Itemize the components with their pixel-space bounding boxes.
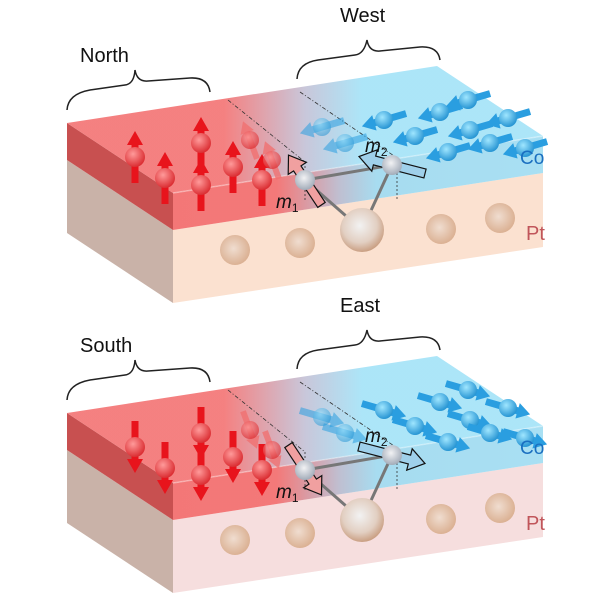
domain-wall-boundary-line: [299, 381, 401, 451]
right-region-brace: [296, 329, 441, 370]
co-atom-blue: [406, 417, 424, 435]
co-atom-transition: [263, 151, 281, 169]
co-atom-blue: [431, 393, 449, 411]
co-atom-blue: [461, 411, 479, 429]
pt-layer-label: Pt: [526, 223, 545, 245]
co-atom-blue: [516, 139, 534, 157]
co-atom-blue: [481, 134, 499, 152]
co-atom-red: [155, 168, 175, 188]
co-atom-blue: [461, 121, 479, 139]
co-atom-blue: [516, 429, 534, 447]
domain-wall-boundary-line: [227, 389, 306, 453]
bond-line: [304, 453, 393, 472]
co-atom-transition: [263, 441, 281, 459]
pt-atom: [285, 228, 315, 258]
pt-atom: [485, 493, 515, 523]
left-region-label: North: [80, 45, 129, 67]
pt-side-face: [67, 450, 173, 593]
co-atom-blue: [313, 408, 331, 426]
domain-wall-boundary-line: [227, 99, 306, 163]
co-atom-blue: [313, 118, 331, 136]
pt-atom: [285, 518, 315, 548]
pt-atom: [426, 504, 456, 534]
left-region-brace: [66, 69, 211, 111]
co-atom-red: [191, 175, 211, 195]
left-region-label: South: [80, 335, 132, 357]
pt-atom: [220, 525, 250, 555]
co-layer-label: Co: [520, 148, 544, 169]
right-region-label: West: [340, 5, 386, 27]
pt-atom-large: [340, 498, 384, 542]
co-atom-blue: [481, 424, 499, 442]
co-atom-red: [223, 157, 243, 177]
pt-atom: [426, 214, 456, 244]
m2-label: m2: [365, 426, 388, 449]
co-top-face: [67, 356, 543, 483]
co-atom-blue: [439, 143, 457, 161]
m2-label: m2: [365, 136, 388, 159]
co-atom-blue: [431, 103, 449, 121]
left-region-brace: [66, 359, 211, 401]
co-side-face: [67, 413, 173, 520]
pt-atom: [220, 235, 250, 265]
co-atom-blue: [406, 127, 424, 145]
co-atom-red: [191, 423, 211, 443]
co-atom-red: [191, 465, 211, 485]
co-atom-red: [191, 133, 211, 153]
co-atom-red: [252, 460, 272, 480]
co-atom-blue: [459, 91, 477, 109]
right-region-brace: [296, 39, 441, 80]
m1-atom: [295, 170, 315, 190]
pt-atom: [485, 203, 515, 233]
co-atom-red: [125, 437, 145, 457]
right-region-label: East: [340, 295, 380, 317]
co-atom-blue: [336, 424, 354, 442]
co-atom-blue: [375, 111, 393, 129]
co-layer-label: Co: [520, 438, 544, 459]
m1-label: m1: [276, 192, 299, 215]
co-atom-red: [155, 458, 175, 478]
domain-wall-boundary-line: [299, 91, 401, 161]
co-atom-blue: [336, 134, 354, 152]
m1-atom: [295, 460, 315, 480]
pt-side-face: [67, 160, 173, 303]
pt-atom-large: [340, 208, 384, 252]
co-side-face: [67, 123, 173, 230]
co-atom-red: [252, 170, 272, 190]
co-atom-red: [125, 147, 145, 167]
pt-layer-label: Pt: [526, 513, 545, 535]
co-atom-blue: [459, 381, 477, 399]
co-atom-transition: [241, 131, 259, 149]
co-atom-blue: [499, 109, 517, 127]
co-atom-red: [223, 447, 243, 467]
co-atom-transition: [241, 421, 259, 439]
co-atom-blue: [499, 399, 517, 417]
m1-label: m1: [276, 482, 299, 505]
m2-atom: [382, 445, 402, 465]
co-atom-blue: [375, 401, 393, 419]
co-atom-blue: [439, 433, 457, 451]
m2-atom: [382, 155, 402, 175]
bond-line: [304, 163, 393, 182]
